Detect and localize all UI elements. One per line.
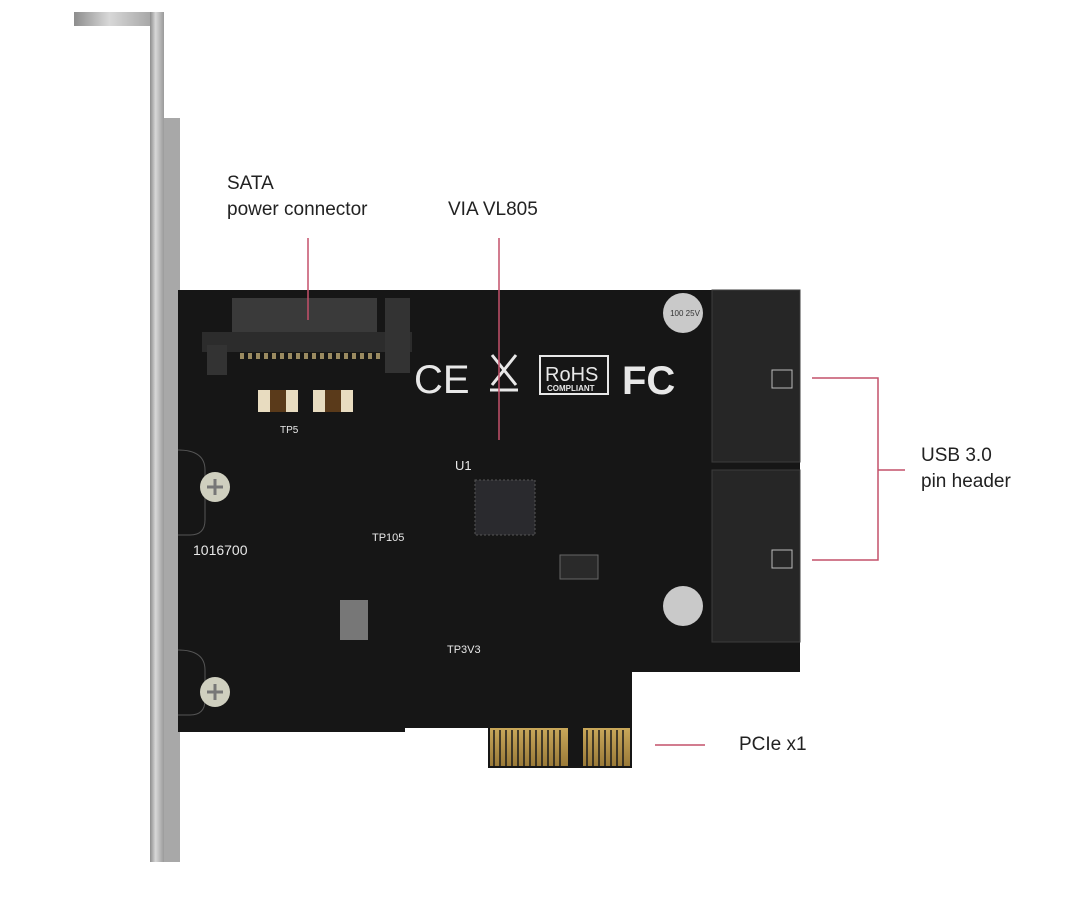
callout-pcie-x1: PCIe x1 — [739, 734, 807, 755]
svg-text:1016700: 1016700 — [193, 542, 248, 558]
fuses — [258, 390, 353, 412]
pcie-x1-gold-fingers — [490, 728, 630, 766]
svg-text:CE: CE — [414, 358, 470, 402]
callout-text: USB 3.0 — [921, 445, 992, 466]
screw-icon — [200, 677, 230, 707]
callout-usb-pin-header: USB 3.0 pin header — [921, 443, 1011, 495]
svg-text:RoHS: RoHS — [545, 364, 598, 386]
screw-icon — [200, 472, 230, 502]
inductor — [340, 600, 368, 640]
svg-text:U1: U1 — [455, 458, 472, 473]
ic — [559, 554, 599, 580]
svg-text:TP5: TP5 — [280, 425, 299, 436]
silkscreen-labels: 1016700 U1 TP5 TP105 TP3V3 — [193, 425, 481, 656]
svg-text:TP105: TP105 — [372, 532, 404, 544]
capacitor — [663, 586, 703, 626]
certification-logos: CE RoHS COMPLIANT FC — [414, 354, 675, 403]
callout-text: power connector — [227, 199, 368, 220]
callout-lines — [307, 238, 905, 746]
callout-via-vl805: VIA VL805 — [448, 199, 538, 220]
sata-power-connector — [202, 298, 412, 375]
usb-pin-headers — [711, 289, 801, 643]
weee-bin-icon — [490, 354, 518, 392]
callout-text: pin header — [921, 471, 1011, 492]
svg-text:TP3V3: TP3V3 — [447, 644, 481, 656]
pci-bracket — [74, 12, 180, 862]
via-vl805-chip — [474, 479, 536, 536]
svg-text:COMPLIANT: COMPLIANT — [547, 384, 595, 393]
callout-text: SATA — [227, 173, 274, 194]
callout-sata-power-connector: SATA power connector — [227, 171, 367, 223]
capacitor — [663, 293, 703, 333]
svg-text:FC: FC — [622, 359, 675, 403]
capacitor-label: 100 25V — [670, 309, 700, 318]
